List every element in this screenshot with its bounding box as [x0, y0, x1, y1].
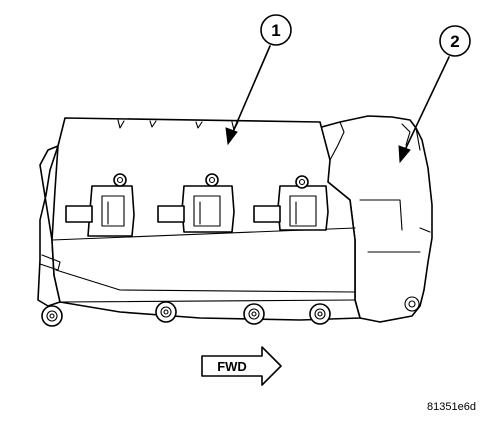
coil-pack-3: [253, 175, 329, 231]
callout-2: 2: [398, 25, 471, 164]
figure-id: 81351e6d: [427, 401, 476, 413]
fwd-direction-arrow: FWD: [201, 346, 282, 386]
coil-pack-2: [157, 173, 235, 233]
coil-pack-1: [65, 173, 135, 237]
callout-1-label: 1: [271, 21, 280, 40]
mounting-bolts: [41, 301, 331, 327]
callout-2-label: 2: [450, 32, 459, 51]
callout-1: 1: [225, 14, 292, 146]
part-1-shape: [37, 117, 361, 327]
fwd-label: FWD: [217, 359, 247, 374]
